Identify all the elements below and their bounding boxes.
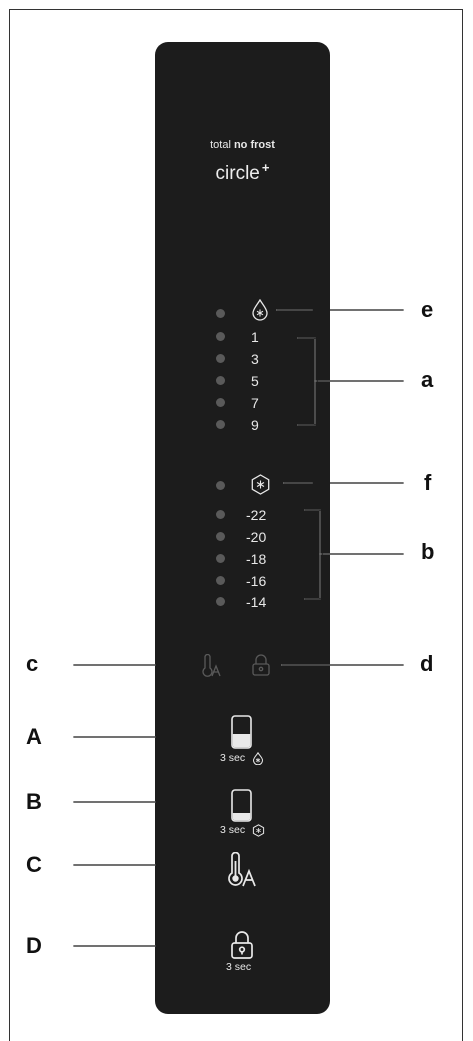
fridge-level-led	[216, 376, 225, 385]
freezer-level-led	[216, 554, 225, 563]
fridge-mode-led	[216, 309, 225, 318]
freezer-level-led	[216, 510, 225, 519]
control-panel: total no frost circle+ 1 3 5 7 9 -22 -20…	[155, 42, 330, 1014]
brand-name: circle+	[155, 160, 330, 185]
water-drop-snowflake-icon	[252, 752, 264, 765]
callout-label-d: d	[420, 651, 434, 676]
fridge-level-led	[216, 420, 225, 429]
callout-label-C: C	[26, 852, 42, 877]
brand-plus: +	[261, 160, 270, 175]
callout-label-e: e	[421, 297, 434, 322]
thermometer-alarm-icon	[202, 654, 221, 677]
freezer-button-caption: 3 sec	[220, 824, 246, 836]
freezer-level-value: -14	[246, 594, 267, 610]
freezer-button[interactable]	[231, 789, 252, 822]
freezer-mode-led	[216, 481, 225, 490]
freezer-level-led	[216, 532, 225, 541]
fridge-level-value: 7	[251, 395, 259, 411]
hexagon-snowflake-icon	[252, 824, 265, 837]
fridge-level-value: 3	[251, 351, 259, 367]
callout-label-A: A	[26, 724, 42, 749]
freezer-level-led	[216, 597, 225, 606]
fridge-level-value: 9	[251, 417, 259, 433]
fridge-level-value: 5	[251, 373, 259, 389]
lock-button-caption: 3 sec	[226, 961, 252, 973]
outer-frame	[9, 9, 463, 1041]
fridge-button[interactable]	[231, 715, 252, 749]
fridge-level-led	[216, 332, 225, 341]
callout-label-b: b	[421, 539, 435, 564]
fridge-level-led	[216, 354, 225, 363]
lock-button[interactable]	[230, 930, 254, 960]
freezer-level-value: -16	[246, 573, 267, 589]
padlock-icon	[252, 654, 270, 676]
callout-label-B: B	[26, 789, 42, 814]
callout-label-D: D	[26, 933, 42, 958]
callout-label-c: c	[26, 651, 39, 676]
freezer-level-value: -20	[246, 529, 267, 545]
thermometer-alarm-button[interactable]	[226, 852, 258, 888]
callout-label-a: a	[421, 367, 434, 392]
brand-bold: no frost	[233, 139, 275, 151]
fridge-level-value: 1	[251, 329, 259, 345]
brand-prefix: total	[210, 139, 231, 151]
freezer-level-led	[216, 576, 225, 585]
hexagon-snowflake-icon	[251, 474, 270, 495]
brand-name-text: circle	[215, 163, 260, 184]
fridge-level-led	[216, 398, 225, 407]
freezer-level-value: -18	[246, 551, 267, 567]
callout-label-f: f	[424, 470, 432, 495]
freezer-level-value: -22	[246, 507, 267, 523]
brand-tagline: total no frost	[155, 139, 330, 151]
water-drop-snowflake-icon	[252, 299, 268, 321]
fridge-button-caption: 3 sec	[220, 752, 246, 764]
